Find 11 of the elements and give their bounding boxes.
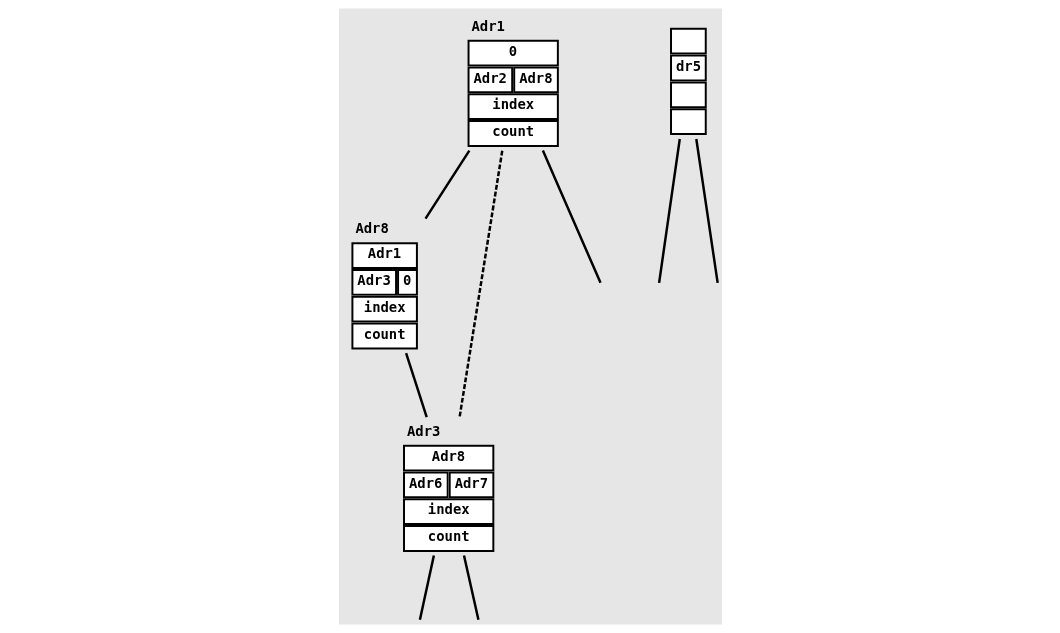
node-label: Adr1 — [471, 17, 505, 34]
connector — [694, 138, 719, 283]
connector — [418, 555, 435, 621]
node-label: Adr3 — [406, 422, 440, 439]
node-label: Adr8 — [354, 220, 389, 237]
connector — [657, 138, 681, 283]
connector — [423, 149, 470, 220]
connector — [462, 555, 480, 621]
connector — [404, 352, 428, 418]
connector — [457, 150, 503, 418]
connector — [541, 150, 602, 284]
